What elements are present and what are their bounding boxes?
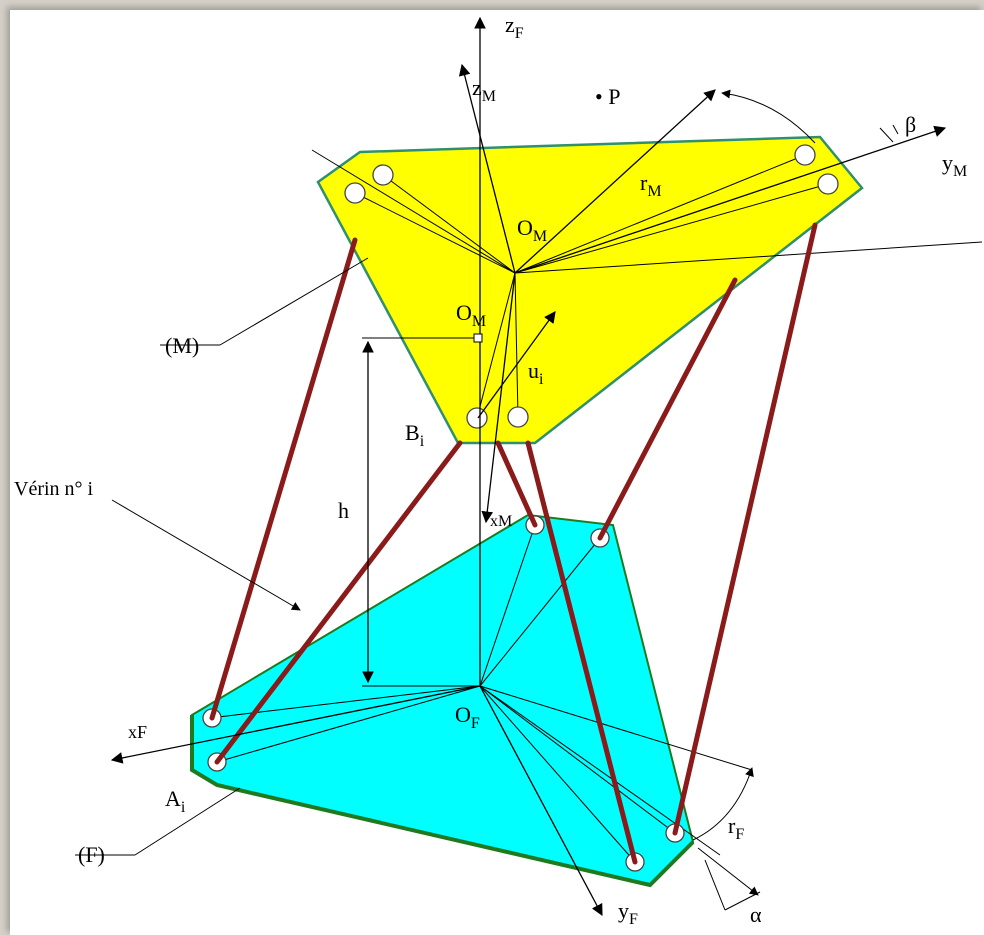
OM-point [473, 333, 483, 343]
OM-label-lower: OM [456, 300, 486, 330]
fixed-platform-edge [190, 715, 695, 888]
mobile-platform-label: (M) [165, 333, 199, 358]
yM-label: yM [942, 150, 967, 180]
ui-label: ui [528, 358, 544, 388]
Bi-label: Bi [405, 420, 425, 450]
actuators [209, 222, 818, 865]
yM-axis [514, 125, 947, 274]
verin-label: Vérin n° i [14, 478, 94, 500]
verin-leader [111, 499, 301, 611]
alpha-label: α [750, 902, 762, 927]
rF-arc [692, 767, 754, 841]
OM-label-upper: OM [517, 215, 547, 245]
P-label: • P [595, 84, 620, 109]
zF-label: zF [505, 12, 524, 42]
rM-arrow [514, 89, 716, 274]
beta-arc [721, 89, 816, 144]
h-label: h [338, 498, 349, 523]
yF-axis [479, 685, 603, 917]
mobile-joints [344, 144, 839, 429]
yF-label: yF [618, 898, 638, 928]
rF-label: rF [728, 813, 744, 843]
mobile-platform-lines [311, 149, 983, 419]
ui-arrow [477, 311, 556, 419]
xM-axis [481, 272, 516, 524]
OF-label: OF [455, 702, 480, 732]
xM-label: xM [490, 513, 512, 530]
zM-label: zM [472, 75, 496, 105]
diagram-frame: zF zM • P β yM rM OM OM (M) ui Bi Vérin … [10, 10, 984, 935]
zM-axis [458, 63, 516, 274]
xF-label: xF [128, 722, 147, 742]
rM-label: rM [640, 170, 662, 200]
beta-label: β [905, 112, 916, 137]
stewart-platform-diagram: zF zM • P β yM rM OM OM (M) ui Bi Vérin … [14, 12, 983, 928]
xF-axis [110, 685, 481, 764]
Ai-label: Ai [165, 786, 186, 816]
fixed-platform-label: (F) [78, 842, 105, 867]
